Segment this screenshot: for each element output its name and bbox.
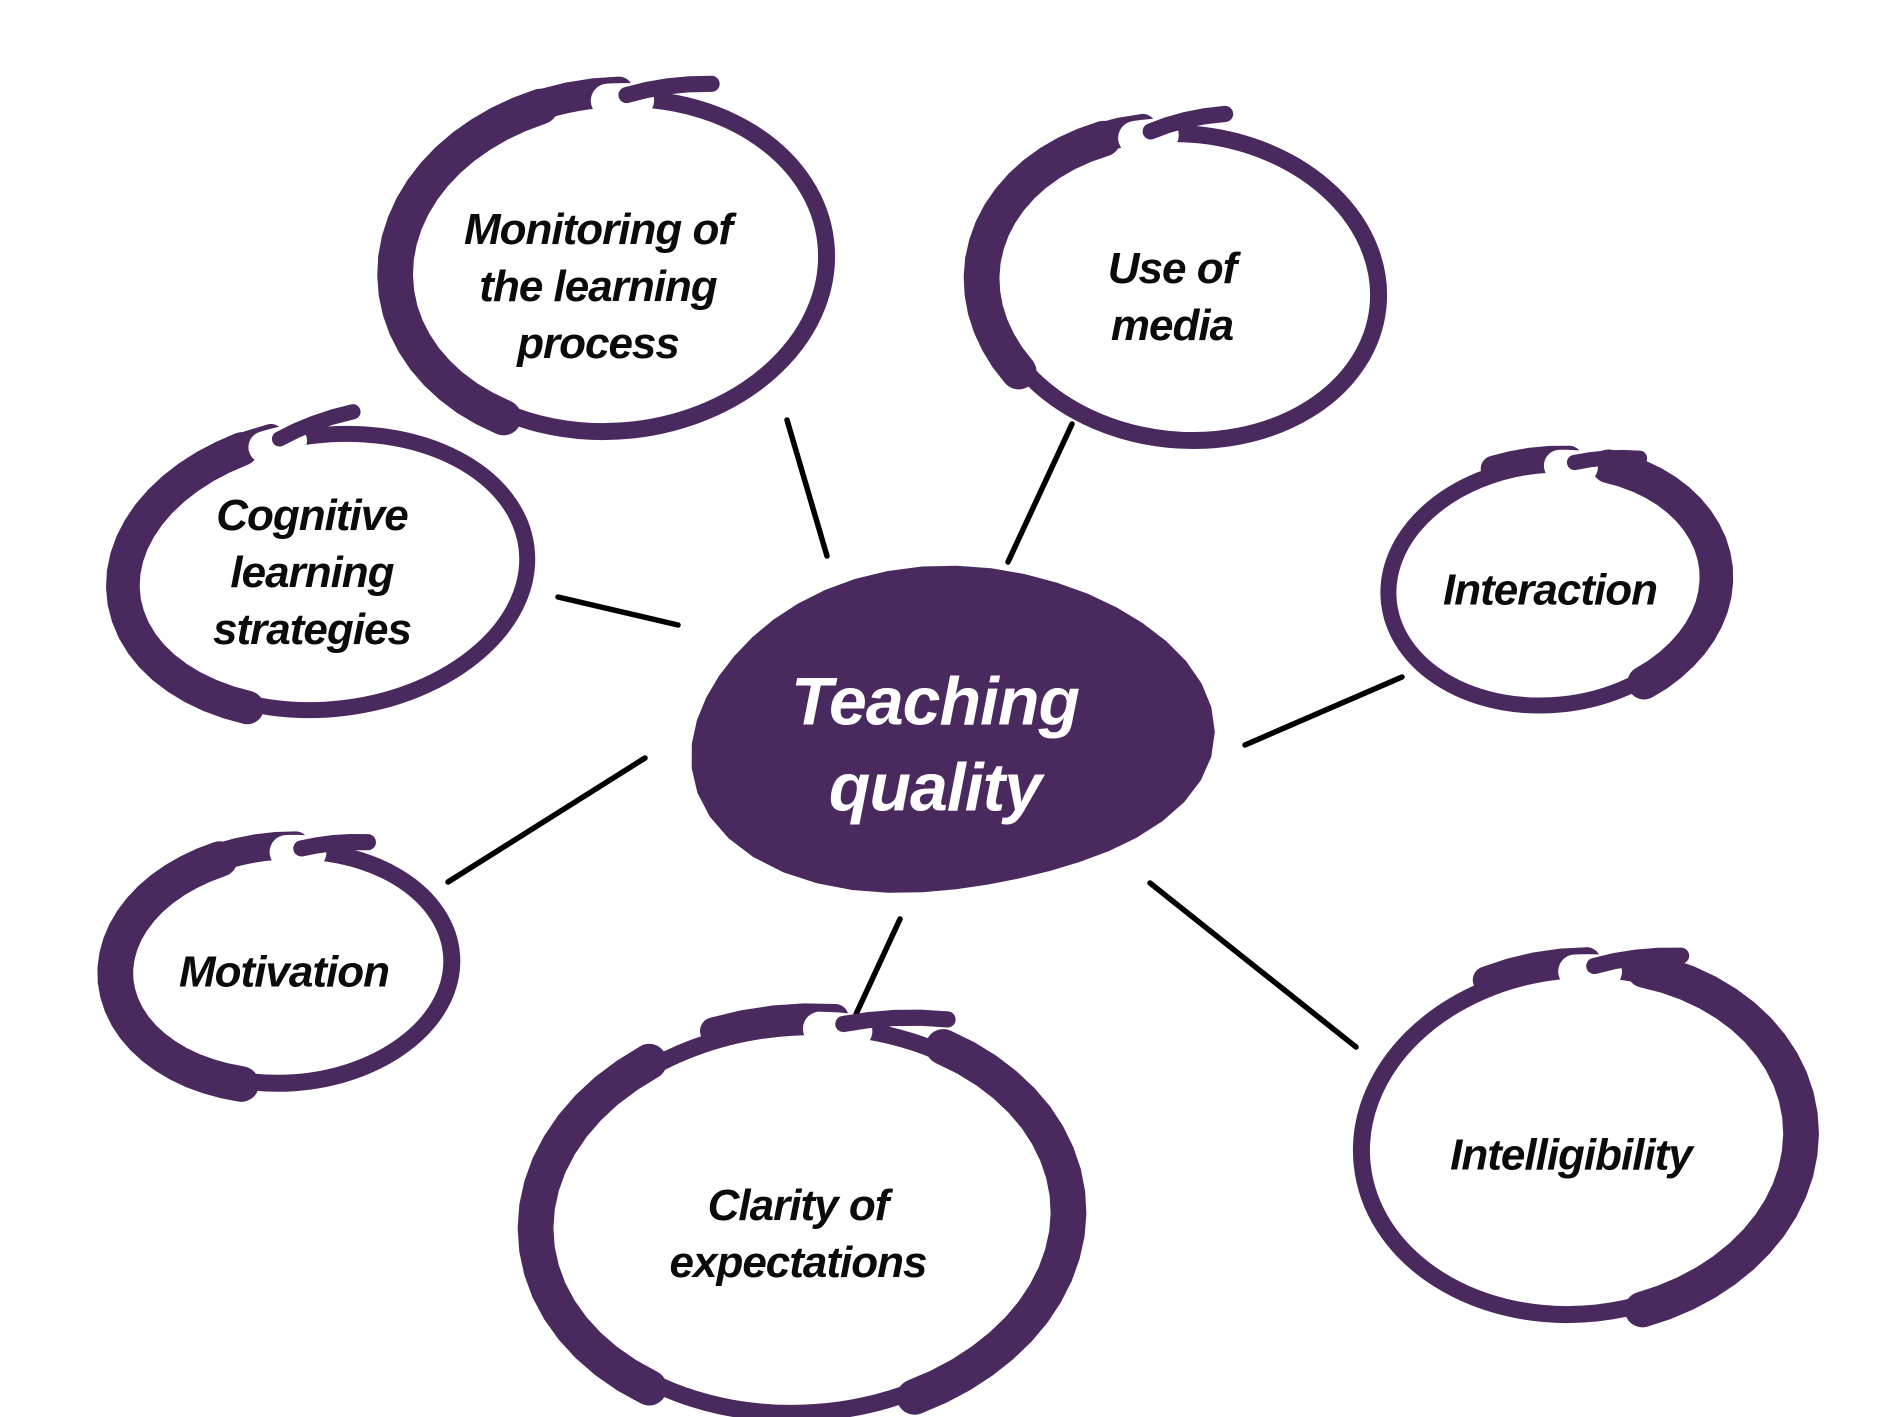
node-cognitive-thick-stroke xyxy=(105,432,265,725)
node-intelligibility-circle xyxy=(1352,947,1819,1328)
node-clarity-circle xyxy=(517,1003,1087,1417)
connector-line-4 xyxy=(1242,674,1405,748)
node-clarity-thick-stroke xyxy=(517,1043,668,1406)
node-motivation-circle xyxy=(97,831,461,1102)
node-monitoring-thick-stroke xyxy=(377,88,559,436)
node-monitoring-circle xyxy=(377,75,836,441)
connector-line-1 xyxy=(784,417,830,559)
node-use-of-media-circle xyxy=(963,105,1388,450)
node-monitoring-notch-tail xyxy=(618,75,720,104)
node-interaction-notch-tail xyxy=(1566,449,1648,471)
center-blob xyxy=(691,565,1215,893)
node-intelligibility-thick-stroke xyxy=(1624,952,1819,1328)
node-use-of-media-notch-tail xyxy=(1142,105,1234,140)
connector-line-2 xyxy=(1005,421,1075,565)
node-intelligibility-notch-tail xyxy=(1586,947,1690,975)
connector-line-3 xyxy=(555,594,681,628)
node-clarity-notch-tail xyxy=(835,1009,956,1033)
node-motivation-notch-tail xyxy=(293,834,376,857)
connector-line-5 xyxy=(445,755,648,885)
node-interaction-circle xyxy=(1380,445,1734,714)
node-clarity-thick-stroke xyxy=(896,1029,1087,1415)
node-motivation-thick-stroke xyxy=(97,841,260,1102)
node-cognitive-notch-tail xyxy=(271,404,361,447)
node-cognitive-circle xyxy=(105,404,536,725)
node-interaction-thick-stroke xyxy=(1591,449,1734,700)
connector-line-6 xyxy=(1147,880,1359,1050)
